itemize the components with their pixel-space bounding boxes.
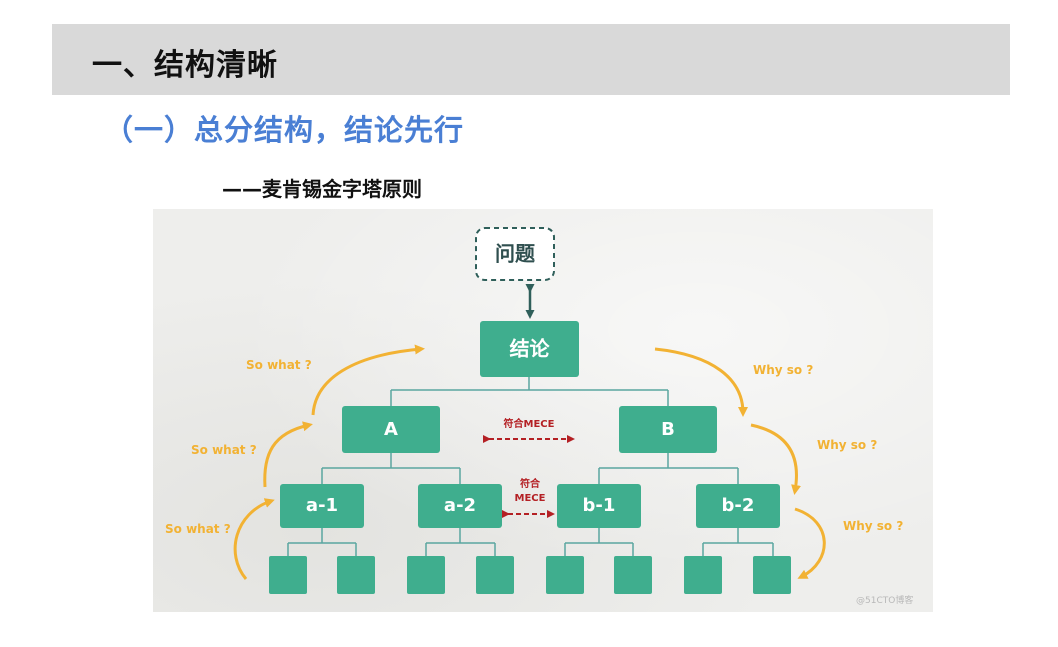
mece-top-label: 符合MECE — [504, 417, 555, 430]
node-a1: a-1 — [280, 484, 364, 528]
why-so-arrow-3 — [794, 507, 826, 579]
why-so-arrow-2 — [750, 423, 801, 495]
question-label: 问题 — [495, 242, 536, 266]
node-b: B — [619, 406, 717, 453]
page-title: 一、结构清晰 — [92, 48, 278, 83]
node-a2-label: a-2 — [444, 495, 476, 516]
leaf-nodes — [269, 556, 791, 594]
pyramid-diagram: 问题 结论 A B 符合MECE — [153, 209, 933, 612]
so-what-label-2: So what ? — [191, 443, 257, 457]
leaf-node — [753, 556, 791, 594]
so-what-arrow-2 — [263, 421, 313, 488]
section-subtitle: （一）总分结构，结论先行 — [104, 113, 465, 147]
connector-level1 — [390, 377, 669, 406]
leaf-node — [337, 556, 375, 594]
pyramid-svg: 问题 结论 A B 符合MECE — [165, 227, 913, 606]
node-b1-label: b-1 — [583, 495, 616, 516]
why-so-arrow-1 — [654, 347, 748, 417]
mece-mid-label-2: MECE — [515, 493, 546, 504]
pyramid-principle-title: ——麦肯锡金字塔原则 — [222, 177, 422, 201]
mece-mid: 符合 MECE — [502, 477, 555, 518]
leaf-node — [476, 556, 514, 594]
node-b2: b-2 — [696, 484, 780, 528]
node-a: A — [342, 406, 440, 453]
node-b-label: B — [661, 419, 675, 440]
leaf-node — [614, 556, 652, 594]
why-so-label-2: Why so ? — [817, 438, 877, 452]
why-so-arrows — [654, 347, 826, 579]
so-what-label-3: So what ? — [165, 522, 231, 536]
conclusion-node: 结论 — [480, 321, 579, 377]
why-so-label-1: Why so ? — [753, 363, 813, 377]
mece-top: 符合MECE — [483, 417, 575, 443]
node-b2-label: b-2 — [722, 495, 755, 516]
question-node: 问题 — [475, 227, 555, 281]
connector-level2 — [321, 453, 739, 484]
node-a1-label: a-1 — [306, 495, 338, 516]
mece-mid-label-1: 符合 — [520, 477, 541, 490]
so-what-label-1: So what ? — [246, 358, 312, 372]
so-what-arrow-1 — [311, 344, 425, 416]
node-a2: a-2 — [418, 484, 502, 528]
node-b1: b-1 — [557, 484, 641, 528]
leaf-node — [546, 556, 584, 594]
leaf-node — [684, 556, 722, 594]
watermark: @51CTO博客 — [856, 594, 913, 606]
so-what-arrows — [233, 344, 425, 580]
conclusion-label: 结论 — [510, 337, 551, 361]
node-a-label: A — [384, 419, 398, 440]
header-band — [52, 24, 1010, 95]
connector-level3 — [287, 528, 774, 556]
leaf-node — [269, 556, 307, 594]
so-what-arrow-3 — [233, 498, 275, 580]
leaf-node — [407, 556, 445, 594]
why-so-label-3: Why so ? — [843, 519, 903, 533]
